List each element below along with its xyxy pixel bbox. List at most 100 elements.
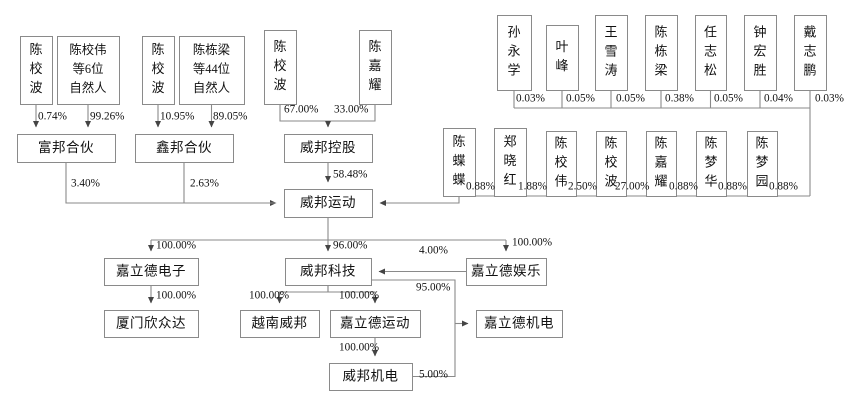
node-box bbox=[142, 36, 175, 105]
node-box bbox=[264, 30, 297, 105]
node-label-char: 耀 bbox=[654, 173, 667, 188]
percent-label-e10: 0.03% bbox=[516, 93, 545, 105]
node-label-char: 栋 bbox=[654, 43, 667, 58]
node-ye-feng[interactable]: 叶峰 bbox=[546, 25, 579, 91]
node-xiamen-xinzhongda[interactable]: 厦门欣众达 bbox=[104, 310, 199, 338]
node-box bbox=[135, 134, 234, 163]
node-vietnam-weibang[interactable]: 越南威邦 bbox=[240, 310, 320, 338]
node-label-char: 波 bbox=[29, 80, 42, 95]
node-label: 鑫邦合伙 bbox=[156, 139, 212, 155]
node-sun-yongxue[interactable]: 孙永学 bbox=[497, 15, 532, 91]
node-label-char: 陈 bbox=[29, 42, 42, 57]
node-weibang-tech[interactable]: 威邦科技 bbox=[285, 258, 372, 286]
node-jialide-sports[interactable]: 嘉立德运动 bbox=[330, 310, 421, 338]
node-label-char: 波 bbox=[273, 77, 286, 92]
node-label: 嘉立德电子 bbox=[116, 264, 186, 279]
node-chen-dongliang[interactable]: 陈栋梁 bbox=[645, 15, 678, 91]
node-label: 厦门欣众达 bbox=[116, 316, 186, 331]
node-jialide-electronics[interactable]: 嘉立德电子 bbox=[104, 258, 199, 286]
percent-label-e19: 2.50% bbox=[568, 181, 597, 193]
node-xinbang-chen-xiaobo[interactable]: 陈校波 bbox=[142, 36, 175, 105]
node-label-char: 红 bbox=[503, 172, 516, 187]
node-box bbox=[476, 310, 563, 338]
percent-label-e17: 0.88% bbox=[466, 181, 495, 193]
node-box bbox=[596, 131, 627, 197]
node-jialide-entertainment[interactable]: 嘉立德娱乐 bbox=[466, 258, 547, 286]
node-label-char: 涛 bbox=[604, 62, 617, 77]
percent-label-e27: 100.00% bbox=[156, 290, 196, 302]
percent-label-e14: 0.05% bbox=[714, 93, 743, 105]
node-holding-chen-xiaobo[interactable]: 陈校波 bbox=[264, 30, 297, 105]
node-label: 威邦运动 bbox=[300, 195, 356, 210]
node-label-char: 嘉 bbox=[654, 154, 667, 169]
node-label-char: 伟 bbox=[554, 173, 567, 188]
node-box bbox=[17, 134, 116, 163]
node-zheng-xiaohong[interactable]: 郑晓红 bbox=[494, 128, 527, 197]
node-label-char: 华 bbox=[704, 173, 717, 188]
node-holding-chen-jiayao[interactable]: 陈嘉耀 bbox=[359, 30, 392, 105]
percent-label-e8: 3.40% bbox=[71, 178, 100, 190]
node-chen-jiayao-r[interactable]: 陈嘉耀 bbox=[646, 131, 677, 197]
node-label-char: 王 bbox=[604, 24, 617, 39]
node-label: 越南威邦 bbox=[252, 316, 308, 331]
node-chen-menghua[interactable]: 陈梦华 bbox=[696, 131, 727, 197]
node-chen-diedie[interactable]: 陈蝶蝶 bbox=[443, 128, 476, 197]
node-chen-xiaowei[interactable]: 陈校伟 bbox=[546, 131, 577, 197]
percent-label-e21: 0.88% bbox=[669, 181, 698, 193]
percent-labels-layer: 0.74%99.26%10.95%89.05%67.00%33.00%58.48… bbox=[38, 93, 844, 381]
node-box bbox=[330, 310, 421, 338]
node-label-char: 校 bbox=[151, 61, 164, 76]
edge-chenjiayao-holding bbox=[328, 104, 376, 122]
node-label-char: 陈 bbox=[604, 135, 617, 150]
edge-tech-jialide-sports bbox=[327, 285, 378, 304]
node-label-char: 陈 bbox=[554, 135, 567, 150]
node-weibang-holding[interactable]: 威邦控股 bbox=[284, 134, 373, 163]
node-label-char: 蝶 bbox=[452, 153, 465, 168]
node-ren-zhisong[interactable]: 任志松 bbox=[695, 15, 727, 91]
node-label-char: 校 bbox=[604, 154, 617, 169]
node-label-char: 梦 bbox=[704, 154, 717, 169]
node-box bbox=[329, 363, 413, 391]
node-box bbox=[546, 25, 579, 91]
percent-label-e28: 100.00% bbox=[249, 290, 289, 302]
node-box bbox=[494, 128, 527, 197]
percent-label-e7: 58.48% bbox=[333, 169, 368, 181]
percent-label-e9: 2.63% bbox=[190, 178, 219, 190]
node-label-char: 学 bbox=[507, 62, 520, 77]
node-xinbang-partnership[interactable]: 鑫邦合伙 bbox=[135, 134, 234, 163]
node-label-char: 叶 bbox=[555, 39, 568, 54]
node-zhong-hongsheng[interactable]: 钟宏胜 bbox=[744, 15, 777, 91]
edge-right-bus-to-sports bbox=[379, 196, 460, 206]
node-label-char: 校 bbox=[273, 58, 286, 73]
node-fubang-chen-xiaobo[interactable]: 陈校波 bbox=[20, 36, 53, 105]
node-label-line: 等44位 bbox=[193, 61, 230, 76]
edge-xinbang-sports bbox=[183, 162, 276, 204]
edge-tech-machinery bbox=[371, 279, 456, 324]
node-box bbox=[179, 36, 245, 105]
node-box bbox=[595, 15, 628, 91]
node-chen-mengyuan[interactable]: 陈梦园 bbox=[747, 131, 778, 197]
node-box bbox=[466, 258, 547, 286]
node-label-char: 戴 bbox=[803, 24, 816, 39]
node-label-char: 志 bbox=[704, 43, 717, 58]
node-box bbox=[695, 15, 727, 91]
node-box bbox=[645, 15, 678, 91]
percent-label-e4: 89.05% bbox=[213, 111, 248, 123]
percent-label-e16: 0.03% bbox=[815, 93, 844, 105]
percent-label-e24: 100.00% bbox=[156, 240, 196, 252]
node-chen-xiaobo-r[interactable]: 陈校波 bbox=[596, 131, 627, 197]
node-label-char: 钟 bbox=[753, 24, 766, 39]
node-wang-xuetao[interactable]: 王雪涛 bbox=[595, 15, 628, 91]
node-label-char: 梦 bbox=[755, 154, 768, 169]
node-box bbox=[57, 36, 120, 105]
node-weibang-electromech[interactable]: 威邦机电 bbox=[329, 363, 413, 391]
node-box bbox=[646, 131, 677, 197]
node-jialide-machinery[interactable]: 嘉立德机电 bbox=[476, 310, 563, 338]
percent-label-e11: 0.05% bbox=[566, 93, 595, 105]
node-weibang-sports[interactable]: 威邦运动 bbox=[284, 189, 373, 218]
node-dai-zhipeng[interactable]: 戴志鹏 bbox=[794, 15, 827, 91]
node-fubang-partnership[interactable]: 富邦合伙 bbox=[17, 134, 116, 163]
